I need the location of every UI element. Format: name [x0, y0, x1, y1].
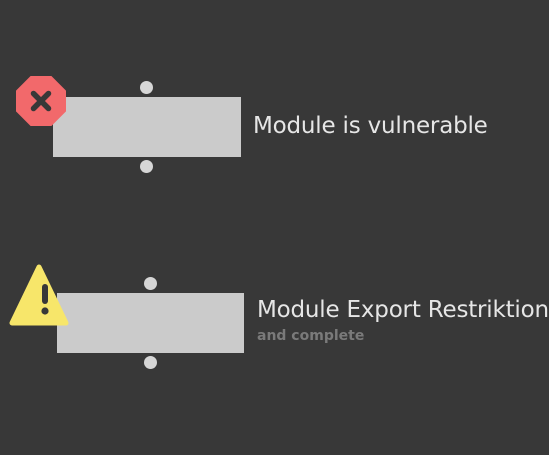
- bottom-port[interactable]: [144, 356, 157, 369]
- module-title: Module is vulnerable: [253, 113, 488, 139]
- top-port[interactable]: [144, 277, 157, 290]
- top-port[interactable]: [140, 81, 153, 94]
- bottom-port[interactable]: [140, 160, 153, 173]
- module-title: Module Export Restriktion: [257, 297, 549, 323]
- warning-triangle-icon: [9, 264, 69, 326]
- error-octagon-icon: [16, 76, 66, 126]
- module-box[interactable]: [53, 97, 241, 157]
- module-subtitle: and complete: [257, 328, 365, 344]
- module-box[interactable]: [57, 293, 244, 353]
